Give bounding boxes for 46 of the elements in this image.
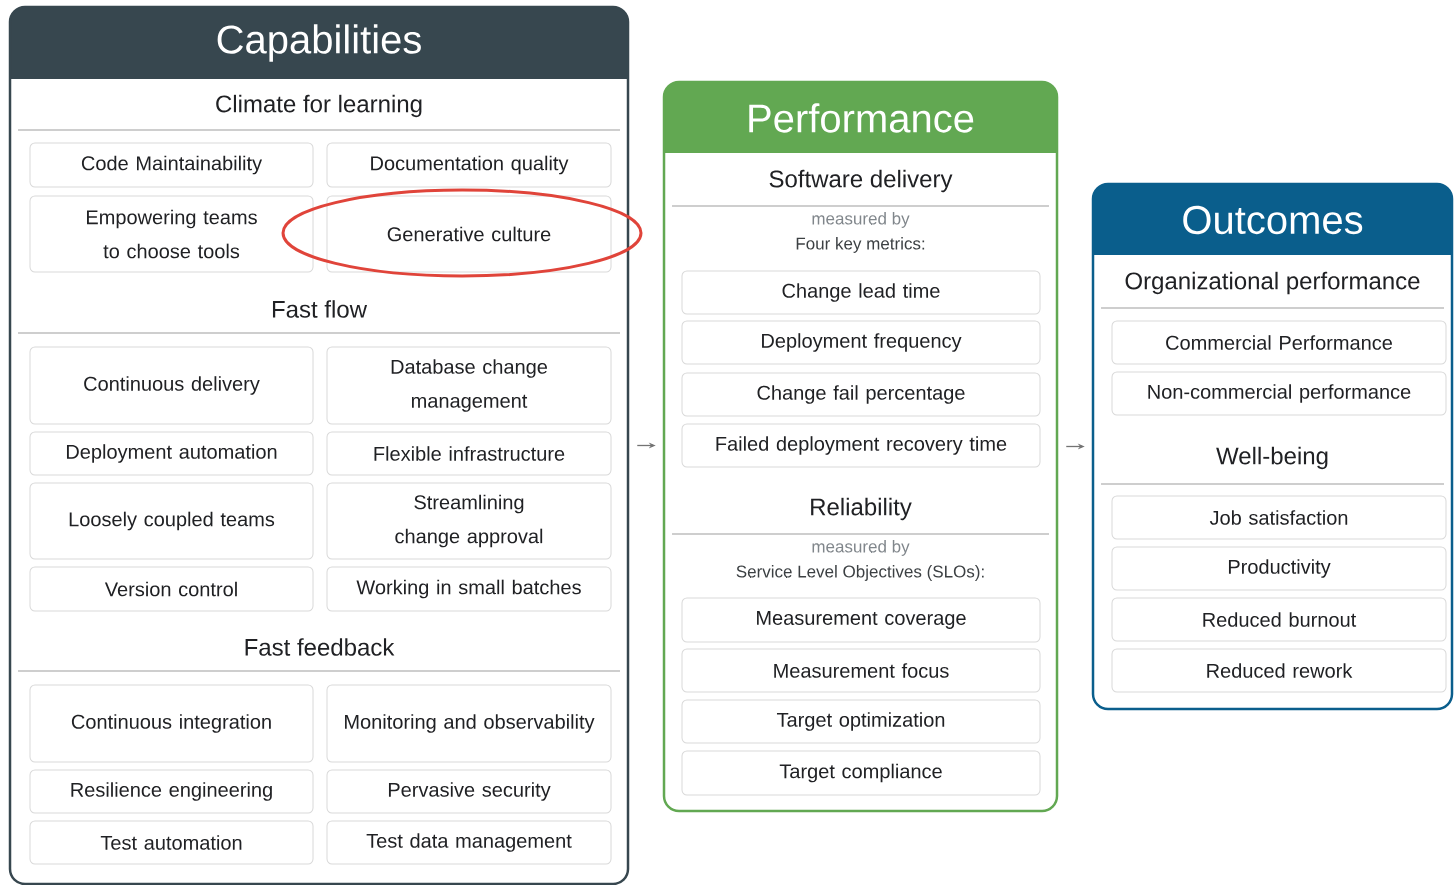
section-heading: Fast feedback — [245, 638, 395, 656]
item-box: Reduced rework — [1111, 648, 1447, 693]
section-heading: Organizational performance — [1125, 271, 1420, 295]
item-box: Job satisfaction — [1111, 495, 1447, 540]
section-heading: Reliability — [811, 497, 912, 521]
panel-title: Capabilities — [217, 24, 421, 62]
item-box: Generative culture — [326, 195, 612, 273]
item-box: Code Maintainability — [29, 142, 314, 188]
panel-title: Performance — [749, 103, 974, 133]
item-box: Commercial Performance — [1111, 320, 1447, 365]
item-box: Productivity — [1111, 546, 1447, 591]
item-box: Target compliance — [681, 750, 1041, 796]
caption-text: measured by — [812, 212, 910, 228]
item-box: Empowering teams to choose tools — [29, 195, 314, 273]
item-box: Measurement focus — [681, 648, 1041, 693]
item-box: Resilience engineering — [29, 769, 314, 814]
item-box: Target optimization — [681, 699, 1041, 744]
caption-text: Four key metrics: — [796, 237, 925, 253]
item-box: Monitoring and observability — [326, 684, 612, 763]
item-box: Loosely coupled teams — [29, 482, 314, 560]
panel-title: Outcomes — [1183, 205, 1363, 235]
item-box: Documentation quality — [326, 142, 612, 188]
item-box: Working in small batches — [326, 566, 612, 612]
item-box: Measurement coverage — [681, 597, 1041, 643]
item-box: Change lead time — [681, 270, 1041, 315]
item-box: Test automation — [29, 820, 314, 865]
section-heading: Fast flow — [273, 300, 368, 318]
item-box: Pervasive security — [326, 769, 612, 814]
item-box: Change fail percentage — [681, 372, 1041, 417]
section-heading: Software delivery — [769, 169, 953, 193]
caption-text: Service Level Objectives (SLOs): — [736, 565, 984, 581]
item-box: Database change management — [326, 346, 612, 425]
item-box: Test data management — [326, 820, 612, 865]
item-box: Reduced burnout — [1111, 597, 1447, 642]
item-box: Non-commercial performance — [1111, 371, 1447, 416]
item-box: Continuous integration — [29, 684, 314, 763]
item-box: Streamlining change approval — [326, 482, 612, 560]
section-heading: Well-being — [1216, 446, 1328, 470]
item-box: Deployment automation — [29, 431, 314, 476]
item-box: Deployment frequency — [681, 320, 1041, 365]
caption-text: measured by — [812, 540, 910, 556]
item-box: Version control — [29, 566, 314, 612]
item-box: Flexible infrastructure — [326, 431, 612, 476]
item-box: Failed deployment recovery time — [681, 423, 1041, 468]
item-box: Continuous delivery — [29, 346, 314, 425]
section-heading: Climate for learning — [216, 94, 422, 118]
